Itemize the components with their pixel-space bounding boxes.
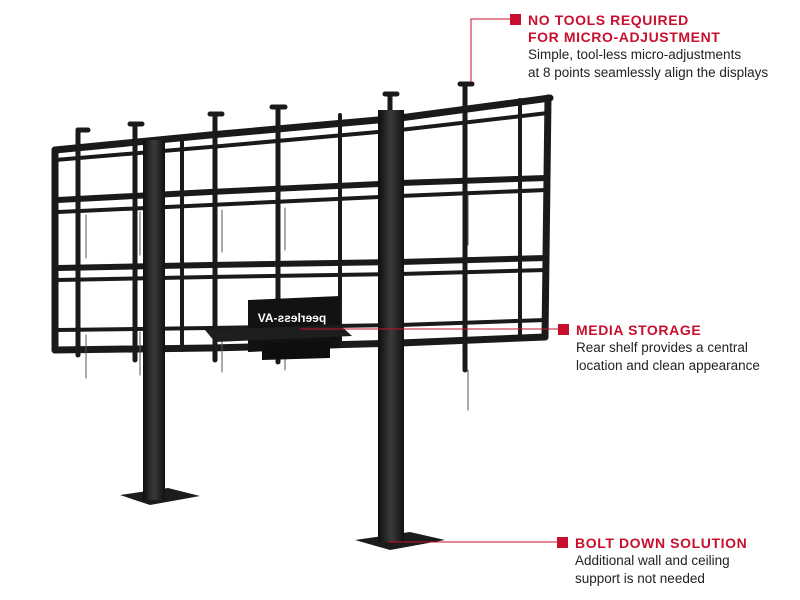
media-storage-shelf: peerless-AV xyxy=(205,296,352,360)
callout-leader-lines xyxy=(300,18,562,543)
callout-heading: MEDIA STORAGE xyxy=(576,322,702,338)
callout-media-storage: MEDIA STORAGE Rear shelf provides a cent… xyxy=(558,322,800,375)
brand-logo: peerless-AV xyxy=(258,311,326,325)
callout-no-tools: NO TOOLS REQUIRED FOR MICRO-ADJUSTMENT S… xyxy=(510,12,800,82)
callout-heading-line2: FOR MICRO-ADJUSTMENT xyxy=(528,29,721,45)
callout-heading-line1: NO TOOLS REQUIRED xyxy=(528,12,689,28)
callout-bolt-down: BOLT DOWN SOLUTION Additional wall and c… xyxy=(557,535,800,588)
floor-posts xyxy=(143,110,404,542)
callout-desc-line2: support is not needed xyxy=(575,571,705,586)
callout-desc-line1: Additional wall and ceiling xyxy=(575,553,730,568)
mount-frame xyxy=(51,81,554,411)
callout-desc-line1: Simple, tool-less micro-adjustments xyxy=(528,47,742,62)
callout-desc-line1: Rear shelf provides a central xyxy=(576,340,748,355)
callout-desc-line2: at 8 points seamlessly align the display… xyxy=(528,65,769,80)
square-bullet-icon xyxy=(510,14,521,25)
callout-desc-line2: location and clean appearance xyxy=(576,358,760,373)
square-bullet-icon xyxy=(557,537,568,548)
square-bullet-icon xyxy=(558,324,569,335)
callout-heading: BOLT DOWN SOLUTION xyxy=(575,535,748,551)
